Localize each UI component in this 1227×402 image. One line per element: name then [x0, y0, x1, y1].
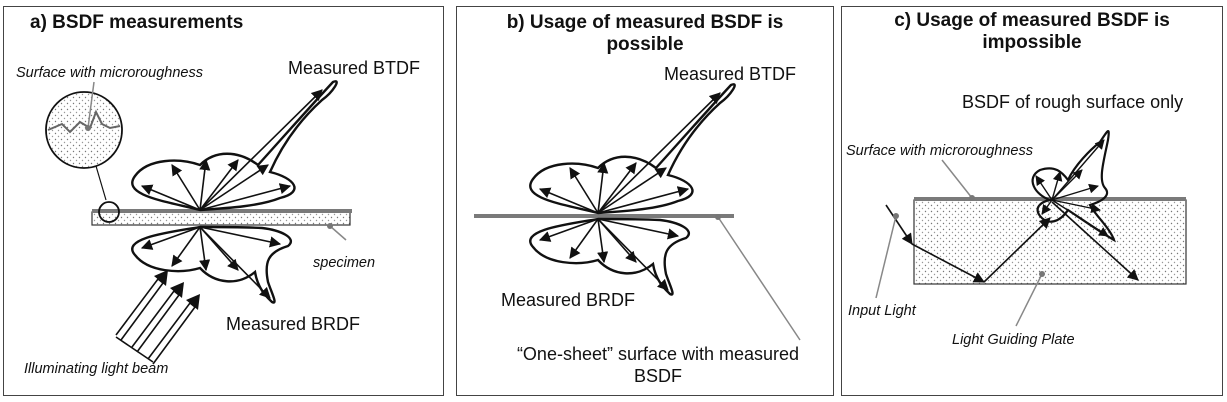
panel-a-drawing: [45, 80, 352, 365]
panel-c-input-label: Input Light: [848, 303, 916, 319]
btdf-arrows: [140, 89, 323, 211]
magnifier-leader: [95, 165, 107, 201]
light-guiding-plate: [913, 199, 1187, 285]
specimen-plate: [91, 211, 351, 226]
panel-a-btdf-label: Measured BTDF: [288, 58, 421, 78]
panel-c-micro-label: Surface with microroughness: [846, 143, 1033, 159]
micro-pointer: [87, 81, 95, 129]
panel-c-plate-label: Light Guiding Plate: [952, 332, 1075, 348]
zoom-spot: [98, 201, 120, 223]
panel-b-sheet-line1: “One-sheet” surface with measured: [516, 344, 800, 364]
btdf-arrows-b: [538, 92, 721, 214]
specimen-pointer: [329, 225, 347, 241]
magnifier-circle: [45, 91, 123, 169]
brdf-arrows: [140, 226, 282, 299]
panel-b-title-line1: b) Usage of measured BSDF is: [506, 12, 784, 33]
panel-c-title-line2: impossible: [982, 32, 1082, 53]
panel-b-btdf-label: Measured BTDF: [664, 64, 797, 84]
btdf-lobe-b: [529, 83, 736, 215]
panel-b-sheet-line2: BSDF: [633, 366, 682, 386]
panel-a-specimen-label: specimen: [313, 255, 376, 271]
panel-b-title-line2: possible: [606, 34, 684, 55]
brdf-arrows-b: [538, 218, 680, 291]
panel-b-sheet-label: “One-sheet” surface with measured BSDF: [488, 343, 828, 387]
panel-a: [3, 6, 444, 396]
panel-a-title: a) BSDF measurements: [30, 12, 244, 33]
input-pointer: [875, 215, 897, 299]
panel-c-drawing: [875, 130, 1187, 327]
sheet-pointer: [717, 216, 801, 341]
panel-a-beam-label: Illuminating light beam: [24, 361, 169, 377]
panel-c-title: c) Usage of measured BSDF is impossible: [841, 10, 1223, 54]
plate-pointer: [1015, 273, 1043, 327]
panel-b-brdf-label: Measured BRDF: [501, 290, 636, 310]
panel-b-drawing: [474, 83, 801, 341]
illuminating-beam: [115, 277, 197, 365]
panel-c-title-line1: c) Usage of measured BSDF is: [894, 10, 1170, 31]
beam-heads: [154, 270, 200, 310]
panel-a-micro-label: Surface with microroughness: [16, 65, 203, 81]
panel-b-title: b) Usage of measured BSDF is possible: [456, 12, 834, 56]
panel-c-bsdf-label: BSDF of rough surface only: [962, 92, 1184, 112]
brdf-lobe: [131, 225, 292, 304]
rough-bsdf-arrows: [1035, 139, 1109, 237]
surface-pointer: [941, 159, 973, 199]
panel-a-brdf-label: Measured BRDF: [226, 314, 361, 334]
brdf-lobe-b: [529, 217, 690, 296]
input-light-path: [885, 201, 1139, 283]
btdf-lobe: [131, 80, 338, 212]
